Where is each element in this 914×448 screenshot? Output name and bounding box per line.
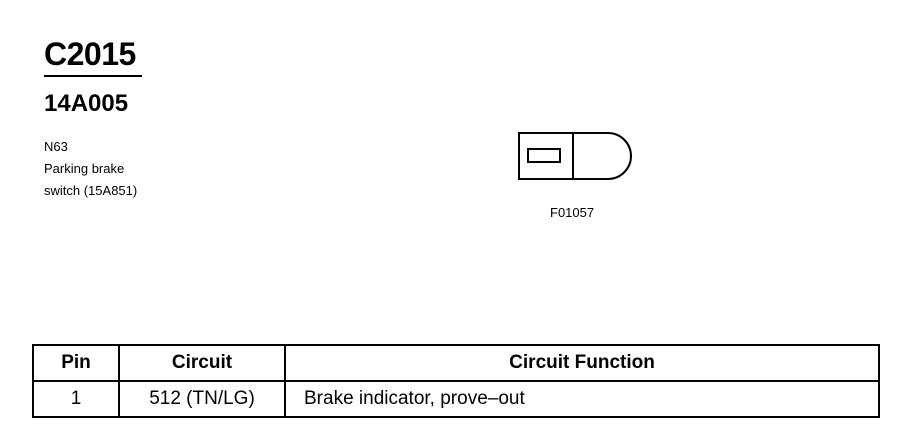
title-underline <box>44 75 142 77</box>
figure-code: F01057 <box>550 205 595 220</box>
table-row: 1 512 (TN/LG) Brake indicator, prove–out <box>32 380 880 418</box>
connector-description: N63 Parking brake switch (15A851) <box>44 136 137 202</box>
pin-table: Pin Circuit Circuit Function 1 512 (TN/L… <box>32 344 880 418</box>
column-header-circuit: Circuit <box>118 344 286 382</box>
column-header-pin: Pin <box>32 344 120 382</box>
circuit-cell: 512 (TN/LG) <box>118 380 286 418</box>
description-line: Parking brake <box>44 161 125 176</box>
connector-id: C2015 <box>44 36 136 72</box>
part-number: 14A005 <box>44 90 129 117</box>
pin-cell: 1 <box>32 380 120 418</box>
description-line: N63 <box>44 139 68 154</box>
connector-face-icon <box>518 132 632 180</box>
description-line: switch (15A851) <box>44 183 138 198</box>
column-header-circuit-function: Circuit Function <box>284 344 880 382</box>
table-header-row: Pin Circuit Circuit Function <box>32 344 880 382</box>
circuit-function-cell: Brake indicator, prove–out <box>284 380 880 418</box>
